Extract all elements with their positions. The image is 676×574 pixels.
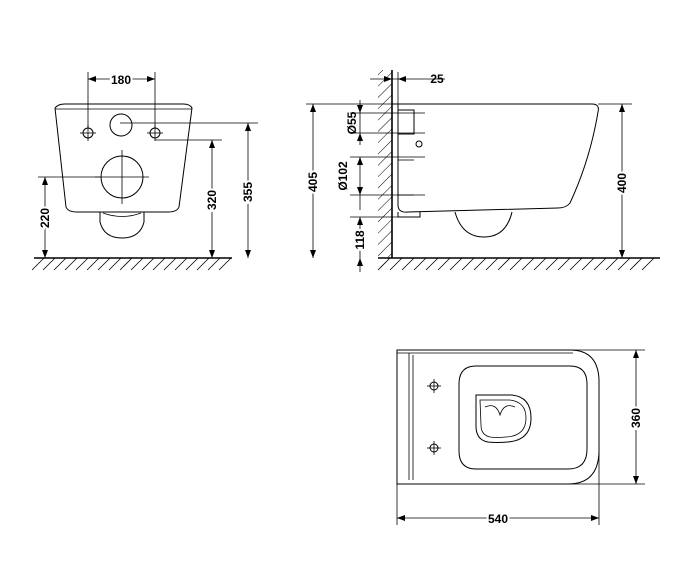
dim-540: 540 (397, 510, 599, 528)
floor-hatch-stroke (401, 257, 415, 271)
dim-360: 360 (627, 350, 645, 484)
floor-hatch-stroke (569, 257, 583, 271)
dim-outlet-height-label: 220 (38, 208, 52, 228)
floor-hatch-stroke (75, 257, 89, 271)
top-outline (396, 349, 600, 485)
side-view: 25 Ø55 Ø102 405 118 (304, 70, 660, 272)
floor-hatch-stroke (449, 257, 463, 271)
dim-bowl-height-label: 400 (615, 173, 629, 193)
dim-355: 355 (239, 123, 257, 258)
floor-hatch-stroke (509, 257, 523, 271)
side-floor-hatch (377, 257, 655, 271)
floor-hatch-stroke (533, 257, 547, 271)
dim-diameter-102: Ø102 (336, 157, 363, 210)
dim-outlet-diameter-label: Ø102 (336, 161, 350, 191)
top-bolt-hole-lower (427, 441, 441, 455)
dim-wall-offset-label: 25 (430, 72, 444, 86)
floor-hatch-stroke (119, 257, 133, 271)
front-bowl-body (54, 103, 193, 213)
dim-width-label: 360 (629, 408, 643, 428)
dim-320: 320 (203, 140, 221, 258)
dim-length-label: 540 (488, 512, 508, 526)
side-outlet-tail (454, 211, 513, 238)
dim-405: 405 (304, 104, 322, 258)
floor-hatch-stroke (437, 257, 451, 271)
floor-hatch-stroke (641, 257, 655, 271)
floor-hatch-stroke (629, 257, 643, 271)
floor-hatch-stroke (497, 257, 511, 271)
floor-hatch-stroke (581, 257, 595, 271)
floor-hatch-stroke (141, 257, 155, 271)
floor-hatch-stroke (413, 257, 427, 271)
front-water-inlet (109, 113, 133, 137)
floor-hatch-stroke (53, 257, 67, 271)
floor-hatch-stroke (218, 257, 232, 271)
floor-hatch-stroke (617, 257, 631, 271)
top-seat-inner (458, 365, 588, 470)
floor-hatch-stroke (196, 257, 210, 271)
dim-bolt-diameter-label: Ø55 (345, 111, 359, 134)
floor-hatch-stroke (425, 257, 439, 271)
floor-hatch-stroke (593, 257, 607, 271)
floor-hatch-stroke (185, 257, 199, 271)
floor-hatch-stroke (31, 257, 45, 271)
floor-hatch-stroke (545, 257, 559, 271)
floor-hatch-stroke (207, 257, 221, 271)
dim-bottom-gap-label: 118 (353, 230, 367, 250)
front-outlet-tail (99, 212, 145, 239)
floor-hatch-stroke (377, 257, 391, 271)
side-bowl-body (392, 103, 599, 213)
floor-hatch-stroke (605, 257, 619, 271)
floor-hatch-stroke (473, 257, 487, 271)
floor-hatch-stroke (521, 257, 535, 271)
floor-hatch-stroke (461, 257, 475, 271)
top-bolt-hole-upper (427, 379, 441, 393)
floor-hatch-stroke (152, 257, 166, 271)
floor-hatch-stroke (97, 257, 111, 271)
floor-hatch-stroke (174, 257, 188, 271)
front-view: 180 220 320 355 (31, 71, 258, 271)
floor-hatch-stroke (86, 257, 100, 271)
floor-hatch-stroke (64, 257, 78, 271)
front-outlet-circle (95, 150, 149, 204)
top-view: 360 540 (396, 349, 645, 528)
top-bowl-opening (475, 394, 532, 443)
dim-total-height-label: 405 (306, 172, 320, 192)
floor-hatch-stroke (42, 257, 56, 271)
dim-hole-spacing-label: 180 (111, 73, 131, 87)
dim-180: 180 (88, 71, 155, 89)
dim-118: 118 (351, 217, 369, 272)
dim-diameter-55: Ø55 (345, 100, 363, 145)
floor-hatch-stroke (163, 257, 177, 271)
floor-hatch-stroke (389, 257, 403, 271)
dim-220: 220 (36, 177, 54, 258)
floor-hatch-stroke (108, 257, 122, 271)
floor-hatch-stroke (557, 257, 571, 271)
dim-400: 400 (613, 104, 631, 258)
floor-hatch-stroke (485, 257, 499, 271)
dim-top-height-label: 355 (241, 182, 255, 202)
dim-inlet-height-label: 320 (205, 190, 219, 210)
dim-25: 25 (370, 72, 445, 86)
side-wall-hatch (378, 70, 392, 258)
floor-hatch-stroke (130, 257, 144, 271)
front-floor-hatch (31, 257, 232, 271)
